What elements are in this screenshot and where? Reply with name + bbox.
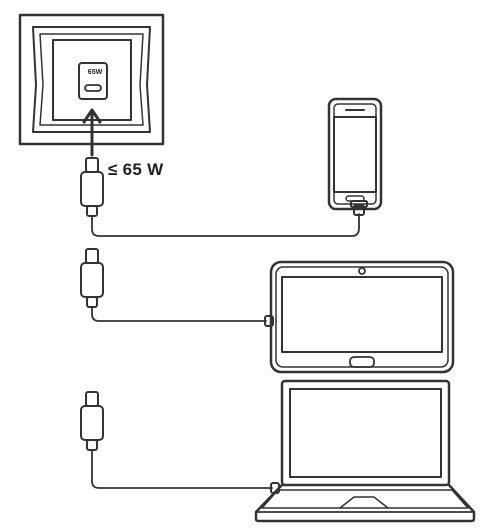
smartphone-icon <box>327 97 383 211</box>
cable-phone <box>91 213 360 237</box>
usb-c-plug-icon <box>80 248 104 308</box>
laptop-icon <box>254 379 476 523</box>
usb-c-plug-icon <box>80 391 104 451</box>
usb-c-plug-tablet-icon <box>264 315 274 327</box>
usb-c-plug-icon <box>80 157 104 217</box>
cable-laptop <box>91 449 273 489</box>
power-limit-label: ≤ 65 W <box>108 160 164 179</box>
cable-tablet <box>91 306 267 322</box>
tablet-icon <box>269 260 455 374</box>
socket-rating-label: 65W <box>87 69 103 76</box>
arrow-up-icon <box>82 108 102 157</box>
